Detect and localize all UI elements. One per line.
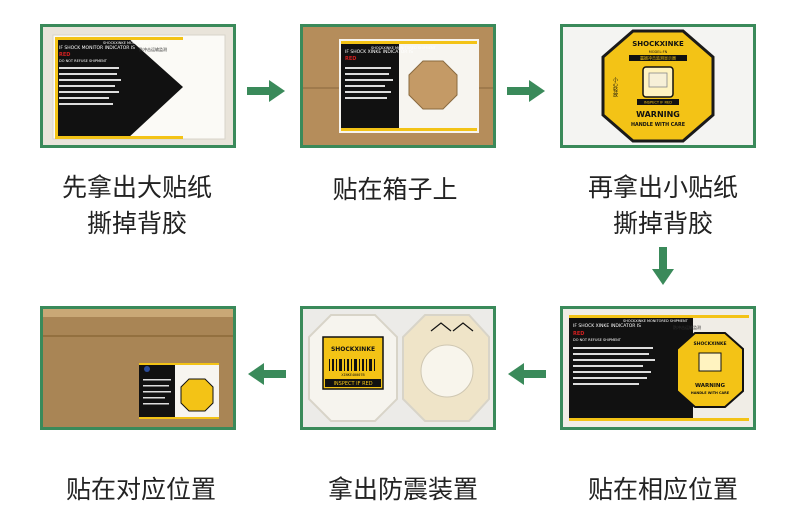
barcode-text: XINKE40007B [341, 373, 364, 377]
step-6-caption-line1: 贴在对应位置 [65, 475, 216, 504]
label-red-text: RED [59, 52, 70, 58]
step-1-caption-line1: 先拿出大贴纸 [61, 173, 212, 202]
handle-text: HANDLE WITH CARE [691, 391, 730, 395]
label-sub-text: DO NOT REFUSE SHIPMENT [59, 59, 108, 63]
handle-text: HANDLE WITH CARE [631, 122, 685, 128]
label-header-text: SHOCKXINKE MONITORED SHIPMENT [623, 319, 689, 323]
step-1-caption: 先拿出大贴纸 撕掉背胶 [22, 170, 252, 242]
label-title-text: IF SHOCK XINKE INDICATOR IS [573, 323, 641, 329]
label-red-text: RED [345, 56, 356, 62]
label-title-text: IF SHOCK XINKE INDICATOR IS [345, 49, 413, 55]
label-red-text: RED [573, 331, 584, 337]
step-2-caption: 贴在箱子上 [280, 172, 510, 208]
step-3-caption-line2: 撕掉背胶 [612, 209, 713, 238]
brand-text: SHOCKXINKE [632, 40, 684, 48]
brand-text: SHOCKXINKE [693, 341, 726, 347]
label-header-cn-text: 防冲击运输监测 [139, 46, 167, 52]
step-3-caption-line1: 再拿出小贴纸 [587, 173, 738, 202]
step-5-caption-line1: 拿出防震装置 [327, 475, 478, 504]
step-1-photo: IF SHOCK MONITOR INDICATOR IS RED DO NOT… [40, 24, 236, 148]
inspect-text: INSPECT IF RED [333, 381, 372, 387]
step-6-caption: 贴在对应位置 [26, 472, 256, 508]
step-3-photo: SHOCKXINKE MODEL:FN 震撼冲击监测显示器 INSPECT IF… [560, 24, 756, 148]
label-sub-text: DO NOT REFUSE SHIPMENT [573, 338, 622, 342]
step-5-photo: SHOCKXINKE XINKE40007B INSPECT IF RED [300, 306, 496, 430]
step-2-photo: IF SHOCK XINKE INDICATOR IS RED SHOCKXIN… [300, 24, 496, 148]
warning-text: WARNING [636, 110, 680, 119]
warning-text: WARNING [695, 383, 726, 389]
label-title-text: IF SHOCK MONITOR INDICATOR IS [59, 45, 135, 51]
arrow-left-2 [248, 363, 286, 385]
arrow-right-2 [507, 80, 545, 102]
step-2-caption-line1: 贴在箱子上 [332, 175, 458, 204]
cn-name-text: 震撼冲击监测显示器 [640, 55, 676, 61]
step-3-caption: 再拿出小贴纸 撕掉背胶 [548, 170, 778, 242]
inspect-text: INSPECT IF RED [644, 101, 672, 105]
arrow-down [652, 247, 674, 285]
step-6-photo [40, 306, 236, 430]
label-header-text: SHOCKXINKE MONITORED SHIPMENT [371, 46, 437, 50]
step-4-caption: 贴在相应位置 [548, 472, 778, 508]
arrow-left-1 [508, 363, 546, 385]
step-5-caption: 拿出防震装置 [288, 472, 518, 508]
arrow-right-1 [247, 80, 285, 102]
label-header-text: SHOCKXINKE MONITORED SHIPMENT [103, 41, 169, 45]
step-4-caption-line1: 贴在相应位置 [587, 475, 738, 504]
label-header-cn-text: 防冲击运输监测 [673, 324, 701, 330]
model-text: MODEL:FN [649, 50, 668, 54]
brand-text: SHOCKXINKE [331, 346, 375, 353]
side-text: 小心轻放 [612, 76, 618, 98]
step-4-photo: IF SHOCK XINKE INDICATOR IS RED DO NOT R… [560, 306, 756, 430]
step-1-caption-line2: 撕掉背胶 [86, 209, 187, 238]
